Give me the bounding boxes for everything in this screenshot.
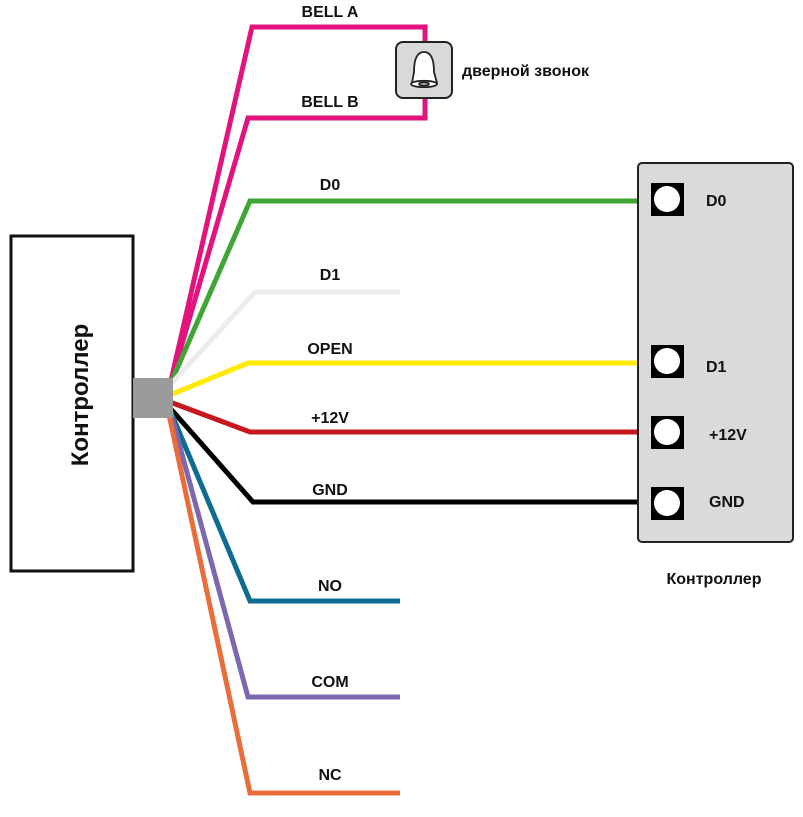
wire-bell-a bbox=[167, 24, 428, 386]
wire-d1 bbox=[168, 289, 400, 387]
terminal-d0: D0 bbox=[651, 183, 727, 216]
wire-connector bbox=[133, 378, 173, 418]
wire-label-12v: +12V bbox=[311, 410, 349, 427]
terminal-d0-label: D0 bbox=[706, 193, 727, 210]
right-controller-label: Контроллер bbox=[667, 571, 762, 588]
terminal-gnd-hole bbox=[654, 490, 680, 516]
wire-label-gnd: GND bbox=[312, 482, 348, 499]
wire-label-open: OPEN bbox=[307, 341, 352, 358]
terminal-12v-label: +12V bbox=[709, 427, 747, 444]
wires bbox=[165, 24, 640, 796]
wire-gnd bbox=[168, 406, 640, 505]
wire-label-bell-a: BELL A bbox=[302, 4, 359, 21]
bell-icon bbox=[410, 51, 439, 89]
doorbell: дверной звонок bbox=[395, 41, 590, 99]
left-controller-box bbox=[9, 234, 135, 573]
wire-label-d1: D1 bbox=[320, 267, 341, 284]
wire-com bbox=[167, 409, 400, 700]
wire-bell-b bbox=[167, 97, 428, 386]
terminal-12v-hole bbox=[654, 419, 680, 445]
wire-open bbox=[169, 360, 640, 398]
wire-label-no: NO bbox=[318, 578, 342, 595]
terminal-12v: +12V bbox=[651, 416, 747, 449]
wire-label-bell-b: BELL B bbox=[301, 94, 358, 111]
wire-label-d0: D0 bbox=[320, 177, 341, 194]
left-controller-label: Контроллер bbox=[67, 324, 94, 466]
wire-d0 bbox=[167, 198, 640, 386]
terminal-gnd: GND bbox=[651, 487, 745, 520]
right-controller: D0 D1 +12V GND bbox=[637, 162, 794, 543]
terminal-d0-hole bbox=[654, 186, 680, 212]
doorbell-label: дверной звонок bbox=[462, 63, 590, 80]
terminal-gnd-label: GND bbox=[709, 494, 745, 511]
wire-label-nc: NC bbox=[318, 767, 342, 784]
terminal-d1-label: D1 bbox=[706, 359, 727, 376]
wire-12v bbox=[169, 399, 640, 435]
wire-no bbox=[167, 409, 400, 604]
terminal-d1-hole bbox=[654, 348, 680, 374]
wire-label-com: COM bbox=[311, 674, 348, 691]
wire-nc bbox=[165, 409, 400, 796]
terminal-d1: D1 bbox=[651, 345, 727, 378]
